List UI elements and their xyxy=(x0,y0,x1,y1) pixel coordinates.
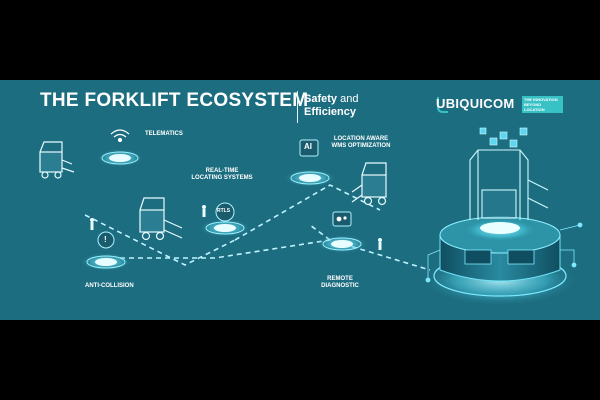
label-remote-line2: DIAGNOSTIC xyxy=(321,283,359,289)
label-rtls-line1: REAL-TIME xyxy=(205,168,239,174)
subtitle-and: and xyxy=(337,93,359,105)
label-anti-collision: ANTI-COLLISION xyxy=(85,283,134,289)
label-wms-line2: WMS OPTIMIZATION xyxy=(331,143,391,149)
rtls-icon: RTLS xyxy=(217,208,231,214)
central-hub xyxy=(422,216,578,306)
wifi-icon xyxy=(110,129,130,143)
forklift-right xyxy=(351,162,387,206)
telematics-node xyxy=(96,149,144,167)
ecosystem-illustration xyxy=(39,97,583,306)
hub-forklift xyxy=(469,149,549,220)
subtitle-safety: Safety xyxy=(304,93,338,105)
ai-icon: AI xyxy=(304,142,312,151)
floating-cubes xyxy=(479,127,528,148)
page-subtitle: Safety and Efficiency xyxy=(304,93,358,119)
brand-tagline: THE INNOVATION BEYOND LOCATION xyxy=(522,96,563,113)
brand-name: UBIQUICOM xyxy=(436,96,515,111)
worker-figures xyxy=(90,205,382,250)
forklift-ecosystem-banner: THE FORKLIFT ECOSYSTEM Safety and Effici… xyxy=(0,80,600,320)
alert-icon: ! xyxy=(104,235,107,244)
label-rtls-line2: LOCATING SYSTEMS xyxy=(191,175,253,181)
dashed-route xyxy=(84,184,431,271)
brand-logo-mark xyxy=(437,97,448,113)
label-wms-line1: LOCATION AWARE xyxy=(333,136,389,142)
label-remote-diagnostic: REMOTE DIAGNOSTIC xyxy=(310,276,370,290)
remote-diagnostic-node xyxy=(316,211,368,253)
forklift-left xyxy=(39,141,75,179)
rtls-node xyxy=(199,202,251,237)
page-title: THE FORKLIFT ECOSYSTEM xyxy=(40,90,309,111)
title-divider xyxy=(297,91,298,123)
label-telematics: TELEMATICS xyxy=(145,131,183,137)
gear-icon xyxy=(336,216,347,222)
label-rtls: REAL-TIME LOCATING SYSTEMS xyxy=(186,168,258,182)
forklift-middle xyxy=(139,197,183,241)
subtitle-efficiency: Efficiency xyxy=(304,106,356,118)
anti-collision-node xyxy=(80,231,132,271)
label-remote-line1: REMOTE xyxy=(327,276,353,282)
label-wms: LOCATION AWARE WMS OPTIMIZATION xyxy=(323,136,399,150)
wms-node xyxy=(284,139,336,187)
network-lines xyxy=(425,222,583,283)
